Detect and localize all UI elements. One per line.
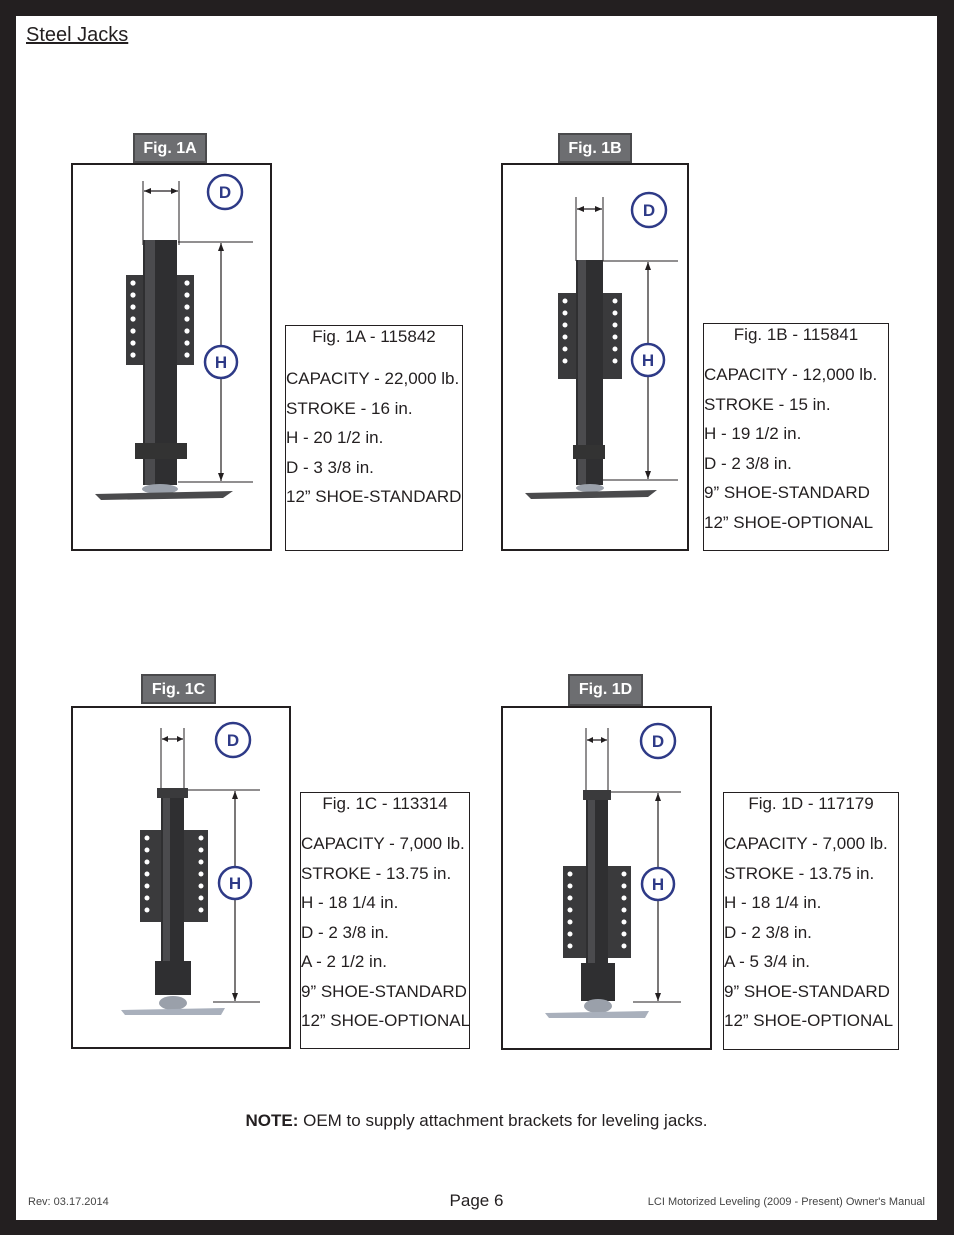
spec-line: D - 2 3/8 in. <box>704 453 792 473</box>
spec-line: STROKE - 13.75 in. <box>301 863 452 883</box>
spec-line: H - 19 1/2 in. <box>704 424 802 443</box>
page-heading: Steel Jacks <box>26 24 129 46</box>
manual-page: Steel Jacks Fig. 1A D H <box>16 16 937 1220</box>
spec-line: 9” SHOE-STANDARD <box>301 981 467 1001</box>
spec-line: 12” SHOE-STANDARD <box>286 487 462 506</box>
spec-line: CAPACITY - 7,000 lb. <box>301 834 465 853</box>
jack-illustration: D H <box>95 173 253 500</box>
dimension-d-label: D <box>227 731 239 750</box>
spec-line: 9” SHOE-STANDARD <box>724 981 890 1001</box>
dimension-h-badge <box>630 342 666 378</box>
spec-box: Fig. 1C - 113314 CAPACITY - 7,000 lb. ST… <box>300 792 470 1049</box>
spec-line: STROKE - 16 in. <box>286 398 413 418</box>
jack-illustration: D H <box>121 721 260 1015</box>
page-number: Page 6 <box>449 1191 504 1210</box>
note-text: OEM to supply attachment brackets for le… <box>298 1111 708 1130</box>
spec-line: A - 5 3/4 in. <box>724 952 810 971</box>
spec-line: A - 2 1/2 in. <box>301 952 387 971</box>
jack-illustration-frame: D H <box>71 163 272 551</box>
spec-line: D - 2 3/8 in. <box>724 922 812 942</box>
spec-line: D - 3 3/8 in. <box>286 457 374 477</box>
jack-illustration-frame: D H <box>501 163 689 551</box>
spec-title: Fig. 1D - 117179 <box>748 794 874 813</box>
dimension-h-badge <box>203 344 239 380</box>
figure-tag: Fig. 1C <box>141 674 216 704</box>
spec-title: Fig. 1B - 115841 <box>733 325 859 344</box>
figure-tag: Fig. 1D <box>568 674 643 706</box>
spec-line: 9” SHOE-STANDARD <box>704 483 870 502</box>
spec-line: 12” SHOE-OPTIONAL <box>704 512 874 532</box>
spec-line: H - 18 1/4 in. <box>724 893 822 912</box>
spec-line: 12” SHOE-OPTIONAL <box>724 1011 894 1030</box>
spec-title: Fig. 1A - 115842 <box>312 327 436 346</box>
dimension-d-badge <box>639 722 677 760</box>
manual-title: LCI Motorized Leveling (2009 - Present) … <box>647 1196 925 1208</box>
spec-line: H - 20 1/2 in. <box>286 428 384 447</box>
jack-illustration-frame: D H <box>71 706 291 1049</box>
spec-line: CAPACITY - 22,000 lb. <box>286 369 460 388</box>
figure-tag: Fig. 1B <box>558 133 632 163</box>
spec-title: Fig. 1C - 113314 <box>322 794 448 813</box>
dimension-h-label: H <box>215 353 227 372</box>
spec-line: 12” SHOE-OPTIONAL <box>301 1011 471 1030</box>
jack-illustration: D H <box>545 722 681 1018</box>
spec-line: STROKE - 15 in. <box>704 394 831 414</box>
dimension-d-label: D <box>643 201 655 220</box>
dimension-d-badge <box>630 191 668 229</box>
dimension-d-label: D <box>652 732 664 751</box>
dimension-d-label: D <box>219 183 231 202</box>
figure-tag: Fig. 1A <box>133 133 207 163</box>
dimension-h-label: H <box>229 874 241 893</box>
dimension-h-label: H <box>642 351 654 370</box>
dimension-h-badge <box>217 865 253 901</box>
spec-line: STROKE - 13.75 in. <box>724 863 875 883</box>
spec-line: H - 18 1/4 in. <box>301 893 399 912</box>
dimension-h-badge <box>640 866 676 902</box>
spec-box: Fig. 1A - 115842 CAPACITY - 22,000 lb. S… <box>285 325 463 551</box>
spec-line: CAPACITY - 7,000 lb. <box>724 834 888 853</box>
spec-box: Fig. 1D - 117179 CAPACITY - 7,000 lb. ST… <box>723 792 899 1050</box>
spec-line: CAPACITY - 12,000 lb. <box>704 365 878 384</box>
jack-illustration-frame: D H <box>501 706 712 1050</box>
note-label: NOTE: <box>245 1111 299 1130</box>
dimension-h-label: H <box>652 875 664 894</box>
spec-box: Fig. 1B - 115841 CAPACITY - 12,000 lb. S… <box>703 323 889 551</box>
note: NOTE: OEM to supply attachment brackets … <box>16 1111 937 1131</box>
jack-illustration: D H <box>525 191 678 499</box>
dimension-d-badge <box>206 173 244 211</box>
revision-date: Rev: 03.17.2014 <box>28 1196 109 1208</box>
dimension-d-badge <box>214 721 252 759</box>
spec-line: D - 2 3/8 in. <box>301 922 389 942</box>
